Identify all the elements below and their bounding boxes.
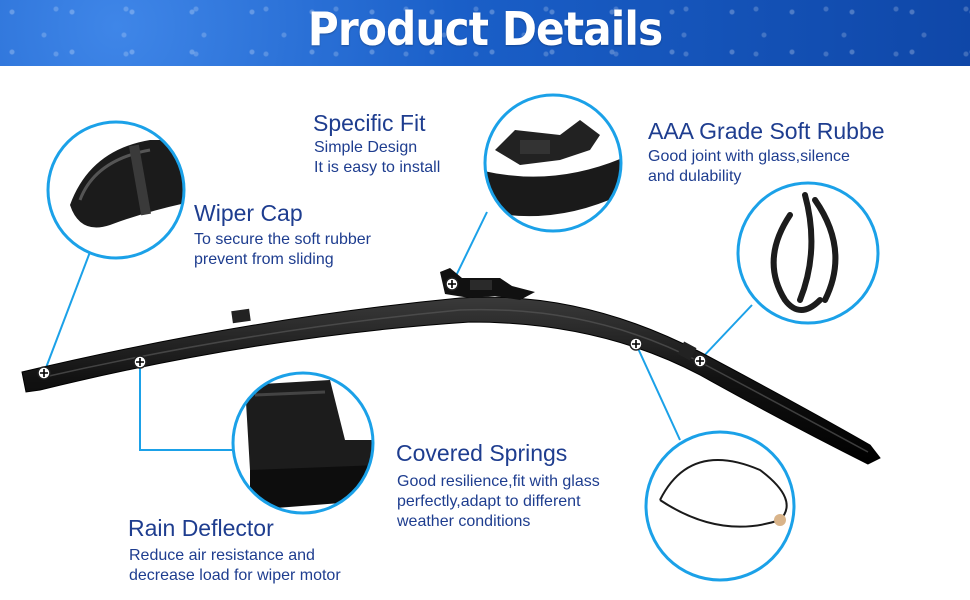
callout-line-rain-deflector — [139, 362, 233, 451]
marker-points — [37, 277, 707, 380]
rain-deflector-title: Rain Deflector — [128, 515, 274, 541]
callout-line-wiper-cap — [43, 251, 91, 374]
marker-rain-deflector — [133, 355, 147, 369]
callout-line-specific-fit — [451, 211, 488, 285]
rain-deflector-detail-image — [231, 371, 375, 515]
specific-fit-detail-image — [483, 93, 623, 233]
header-banner: Product Details — [0, 0, 970, 66]
specific-fit-title: Specific Fit — [313, 110, 426, 136]
wiper-blade — [21, 268, 881, 465]
rubber-detail-image — [736, 181, 880, 325]
marker-wiper-cap — [37, 366, 51, 380]
rubber-description: Good joint with glass,silence and dulabi… — [648, 148, 850, 185]
rubber-title: AAA Grade Soft Rubbe — [648, 118, 885, 144]
covered-springs-description: Good resilience,fit with glass perfectly… — [397, 473, 600, 530]
callout-line-covered-springs — [635, 343, 681, 441]
covered-springs-detail-image — [644, 430, 796, 582]
specific-fit-description: Simple Design It is easy to install — [314, 139, 441, 176]
callout-line-rubber — [699, 304, 753, 361]
wiper-cap-description: To secure the soft rubber prevent from s… — [194, 231, 371, 268]
wiper-cap-title: Wiper Cap — [194, 200, 303, 226]
marker-specific-fit — [445, 277, 459, 291]
marker-rubber — [693, 354, 707, 368]
wiper-cap-detail-image — [46, 120, 186, 260]
marker-covered-springs — [629, 337, 643, 351]
rain-deflector-description: Reduce air resistance and decrease load … — [129, 547, 341, 584]
page-title: Product Details — [307, 2, 663, 56]
covered-springs-title: Covered Springs — [396, 440, 568, 466]
